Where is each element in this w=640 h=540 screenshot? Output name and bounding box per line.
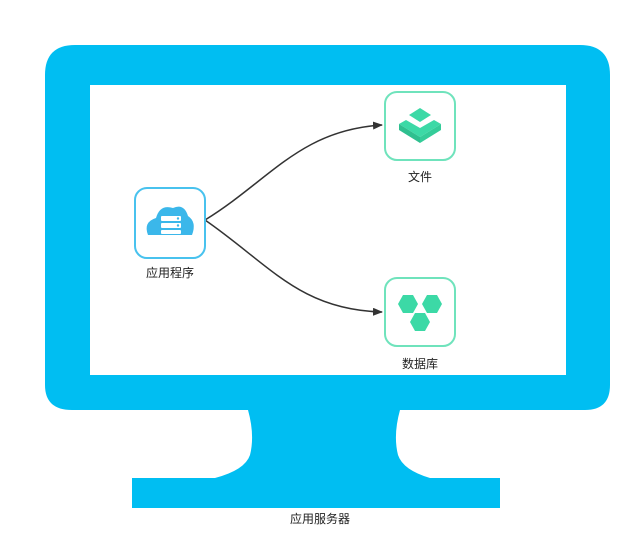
server-label: 应用服务器 bbox=[289, 512, 351, 526]
stacked-layers-icon bbox=[399, 108, 441, 143]
edge-app-to-database bbox=[204, 219, 383, 316]
cloud-server-icon bbox=[146, 206, 194, 235]
database-node-label: 数据库 bbox=[401, 357, 439, 371]
app-node-label: 应用程序 bbox=[145, 266, 195, 280]
app-node[interactable] bbox=[134, 187, 206, 259]
edge-app-to-file bbox=[204, 121, 383, 221]
database-node[interactable] bbox=[384, 277, 456, 347]
hexagon-cluster-icon bbox=[398, 295, 442, 331]
database-node-box bbox=[384, 277, 456, 347]
file-node[interactable] bbox=[384, 91, 456, 161]
file-node-label: 文件 bbox=[407, 170, 433, 184]
file-node-box bbox=[384, 91, 456, 161]
monitor-icon bbox=[45, 45, 610, 508]
